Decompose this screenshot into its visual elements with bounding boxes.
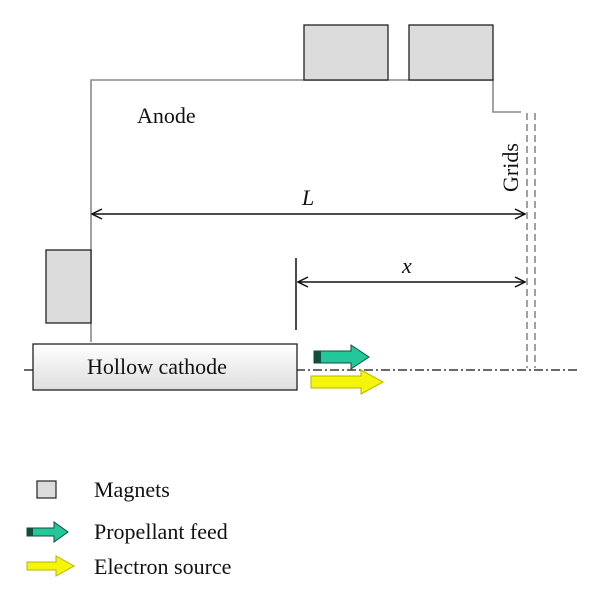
magnet-side (45, 249, 92, 324)
grids-label: Grids (498, 143, 523, 192)
cathode-label: Hollow cathode (87, 354, 227, 379)
magnet-top-right (408, 24, 494, 81)
position-label: x (401, 253, 412, 278)
legend: Magnets Propellant feed Electron source (26, 477, 231, 579)
propellant-feed-arrow (313, 344, 370, 370)
electron-source-arrow (310, 369, 385, 395)
legend-propellant-icon (26, 521, 69, 543)
legend-magnet-swatch (36, 480, 57, 499)
length-label: L (301, 185, 314, 210)
legend-electron-icon (26, 555, 76, 577)
legend-propellant-label: Propellant feed (94, 519, 228, 544)
anode-label: Anode (137, 103, 196, 128)
legend-magnets-label: Magnets (94, 477, 170, 502)
legend-electron-label: Electron source (94, 554, 231, 579)
magnet-top-left (303, 24, 389, 81)
hollow-cathode (32, 343, 298, 391)
